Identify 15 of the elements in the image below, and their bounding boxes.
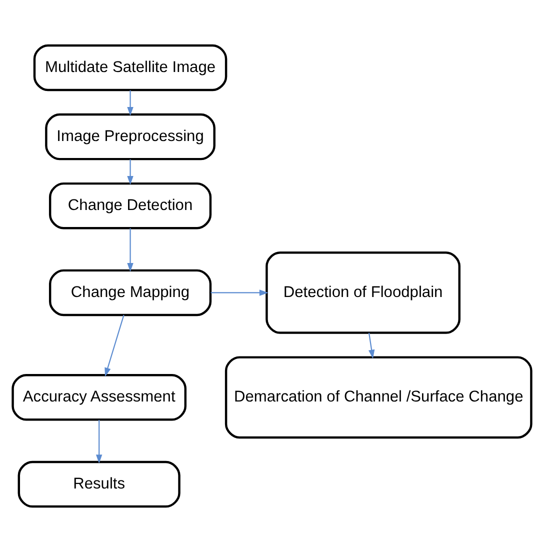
- node-box: Detection of Floodplain: [266, 252, 460, 334]
- arrow: [127, 228, 134, 272]
- node-box: Results: [18, 460, 180, 508]
- node-box: Change Mapping: [48, 269, 212, 316]
- arrow: [368, 332, 375, 359]
- arrow: [96, 420, 102, 464]
- node-box: Multidate Satellite Image: [33, 44, 228, 92]
- arrow: [127, 159, 134, 185]
- node-box: Image Preprocessing: [45, 113, 216, 160]
- node-box: Demarcation of Channel /Surface Change: [224, 356, 532, 439]
- node-box: Accuracy Assessment: [12, 374, 187, 421]
- arrow: [127, 90, 134, 116]
- arrow: [210, 290, 268, 296]
- arrow: [104, 314, 124, 377]
- node-box: Change Detection: [48, 182, 212, 230]
